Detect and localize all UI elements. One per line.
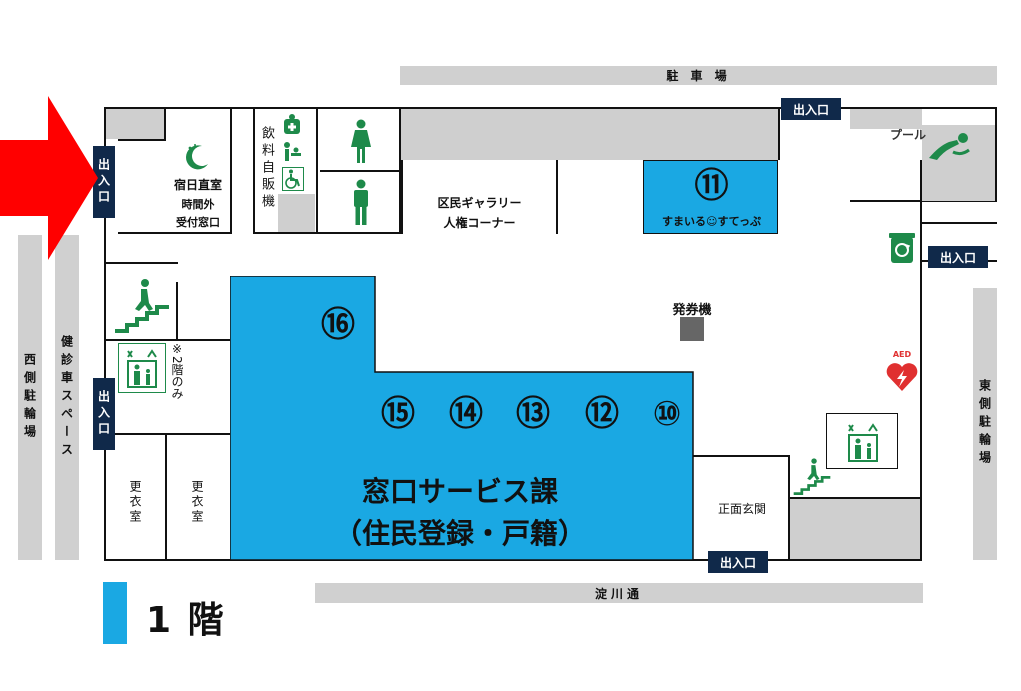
- mens-restroom-icon: [348, 178, 374, 226]
- vending-machine-label: 飲料自販機: [259, 125, 274, 211]
- wall: [318, 232, 401, 234]
- wall: [320, 170, 400, 172]
- wall: [316, 109, 318, 234]
- night-duty-label: 宿日直室: [173, 178, 222, 192]
- after-hours-label: 時間外: [181, 198, 215, 211]
- wall: [556, 160, 558, 234]
- counter-16-number: ⑯: [321, 305, 355, 345]
- service-counter-area: [230, 276, 694, 561]
- wall: [118, 139, 166, 141]
- counter-11-sumairu-step: ⑪ すまいる☺すてっぷ: [643, 160, 778, 234]
- ticket-machine: [680, 317, 704, 341]
- elevator-right: [826, 413, 898, 469]
- entrance-west-top: 出入口: [93, 146, 115, 218]
- yodogawa-street-road: 淀川通: [315, 583, 923, 603]
- top-left-storage: [106, 109, 166, 139]
- crescent-moon-icon: [180, 141, 214, 173]
- stairs-up-icon-right: [792, 456, 832, 496]
- east-bicycle-parking: 東側駐輪場: [973, 288, 997, 560]
- front-entrance-label: 正面玄関: [717, 502, 766, 516]
- wall: [399, 109, 401, 234]
- nursing-room-icon: [281, 112, 303, 136]
- wall: [693, 455, 790, 457]
- parking-lot-road: 駐 車 場: [400, 66, 997, 85]
- gallery-line1: 区民ギャラリー: [437, 196, 522, 210]
- wall: [920, 160, 922, 202]
- wall: [176, 282, 178, 340]
- counter-14-number: ⑭: [449, 394, 483, 434]
- second-floor-only-note: ※2階のみ: [170, 342, 184, 400]
- elevator-icon: [121, 346, 163, 390]
- locker-room-2: 更衣室: [190, 479, 204, 525]
- wall: [253, 109, 255, 234]
- entrance-east: 出入口: [928, 246, 988, 268]
- service-section-subtitle: （住民登録・戸籍）: [333, 517, 586, 550]
- elevator-icon: [841, 418, 885, 466]
- night-duty-room: 宿日直室 時間外 受付窓口: [166, 141, 230, 232]
- top-storage-a: [401, 109, 558, 160]
- east-bicycle-parking-label: 東側駐輪場: [977, 379, 992, 469]
- wall: [401, 160, 403, 234]
- wall: [788, 455, 790, 561]
- floor-color-bar: [103, 582, 127, 644]
- wall: [106, 433, 230, 435]
- west-bicycle-parking-label: 西側駐輪場: [22, 352, 37, 443]
- entrance-south: 出入口: [708, 551, 768, 573]
- wall: [230, 109, 232, 234]
- wall: [790, 497, 922, 499]
- top-storage-b: [558, 109, 780, 160]
- health-van-space: 健診車スペース: [55, 235, 79, 560]
- wall: [118, 232, 232, 234]
- locker-room-1: 更衣室: [128, 479, 142, 525]
- aed-heart-icon: [884, 360, 920, 394]
- counter-15-number: ⑮: [381, 394, 415, 434]
- baby-changing-icon: [281, 140, 303, 164]
- main-entrance-arrow: [0, 96, 98, 260]
- wall: [106, 339, 230, 341]
- recycle-bin-icon: [888, 230, 916, 264]
- yodogawa-street-label: 淀川通: [594, 586, 643, 601]
- wheelchair-icon: [281, 166, 305, 192]
- stairs-up-icon: [114, 276, 170, 334]
- counter-12-number: ⑫: [585, 394, 619, 434]
- wall: [106, 262, 178, 264]
- womens-restroom-icon: [348, 118, 374, 164]
- parking-lot-label: 駐 車 場: [666, 69, 731, 83]
- ticket-machine-label: 発券機: [672, 303, 712, 318]
- aed-label: AED: [892, 350, 912, 359]
- floor-label: 1 階: [146, 600, 226, 641]
- counter-10-number: ⑩: [652, 394, 682, 434]
- top-storage-c: [850, 109, 922, 129]
- pool-label: プール: [889, 128, 926, 142]
- counter-11-label: すまいる☺すてっぷ: [662, 215, 761, 228]
- vending-storage: [278, 194, 315, 234]
- right-storage: [790, 497, 920, 559]
- wall: [164, 109, 166, 141]
- entrance-north: 出入口: [781, 98, 841, 120]
- reception-window-label: 受付窓口: [176, 216, 220, 229]
- health-van-space-label: 健診車スペース: [59, 334, 74, 461]
- elevator-left: [118, 343, 166, 393]
- wall: [920, 262, 922, 498]
- service-section-title: 窓口サービス課: [361, 475, 558, 508]
- wall: [253, 232, 318, 234]
- entrance-west-middle: 出入口: [93, 378, 115, 450]
- counter-13-number: ⑬: [516, 394, 550, 434]
- swimmer-icon: [924, 124, 974, 164]
- gallery-line2: 人権コーナー: [443, 216, 516, 230]
- west-bicycle-parking: 西側駐輪場: [18, 235, 42, 560]
- wall: [165, 433, 167, 561]
- wall: [778, 109, 780, 160]
- counter-11-number: ⑪: [694, 166, 729, 206]
